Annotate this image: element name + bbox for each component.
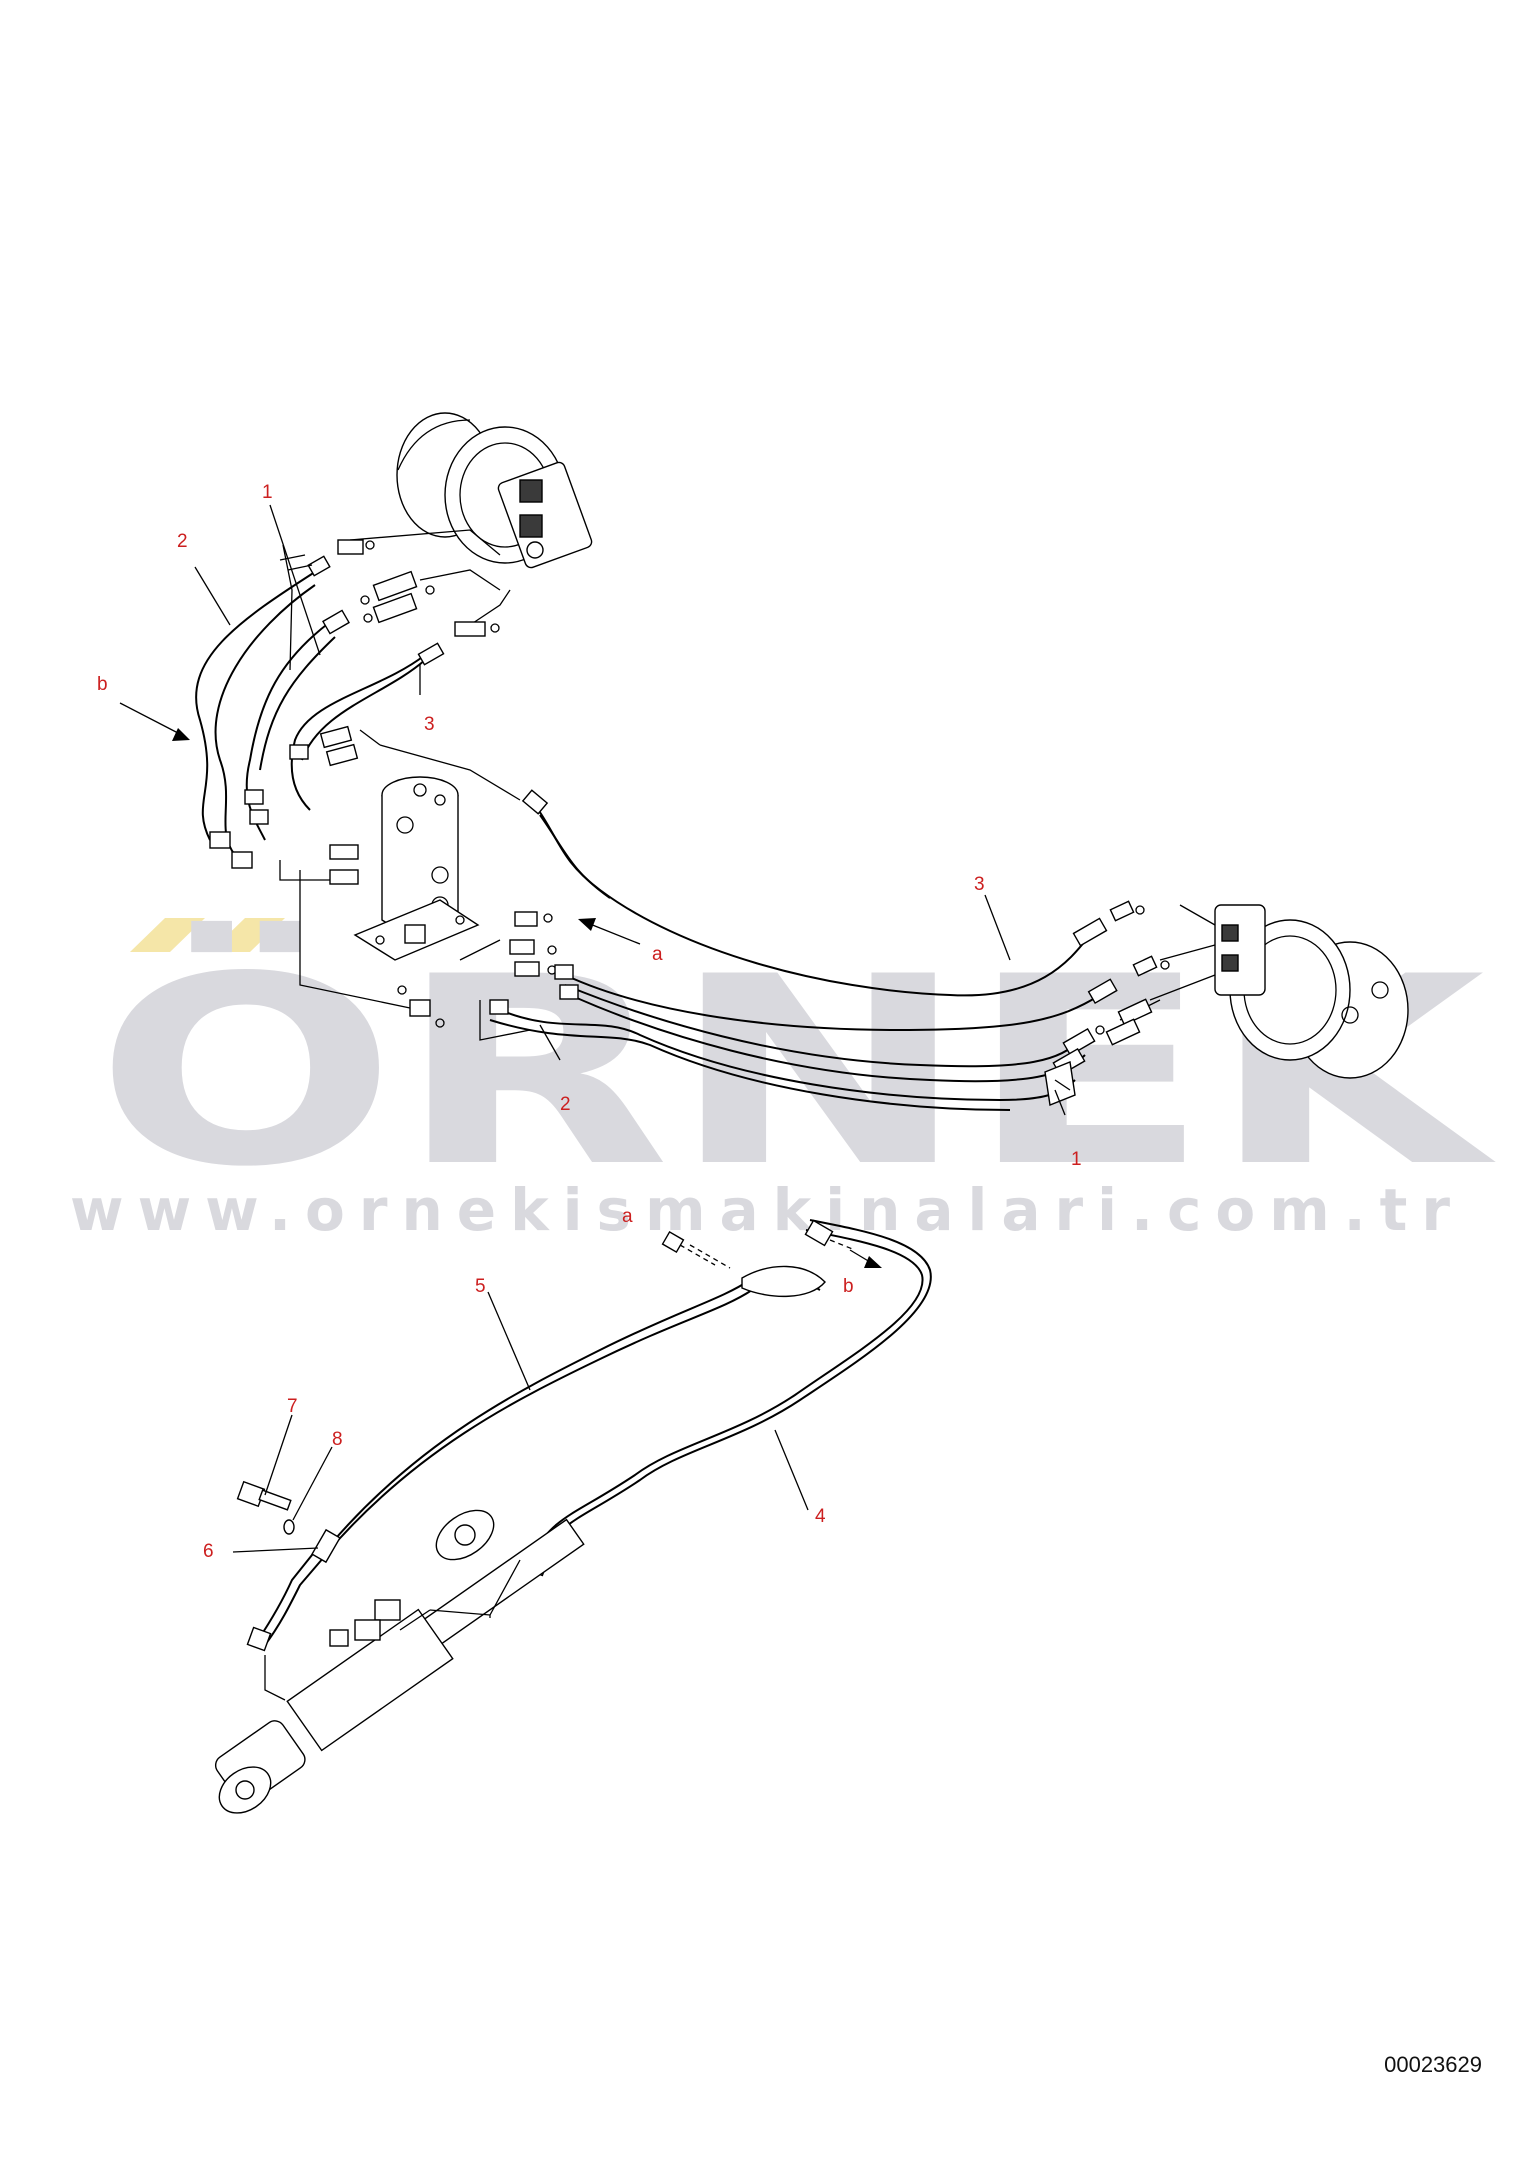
direction-arrows [119, 702, 882, 1269]
callout-a-mid: a [652, 944, 663, 965]
callout-a-low: a [622, 1206, 633, 1227]
callout-8: 8 [332, 1429, 343, 1450]
swivel-joint [353, 776, 480, 961]
swivel-fittings [279, 725, 557, 1041]
travel-motor-right [1095, 900, 1409, 1079]
callout-1-mid: 1 [1071, 1149, 1082, 1170]
callout-5: 5 [475, 1276, 486, 1297]
upper-hoses [195, 544, 445, 869]
watermark-umlaut-right [210, 918, 285, 952]
lower-hoses [246, 1219, 932, 1652]
callout-3-right: 3 [974, 874, 985, 895]
travel-motor-upper [396, 412, 593, 569]
watermark-umlaut-left [130, 918, 205, 952]
callout-7: 7 [287, 1396, 298, 1417]
callout-b-low: b [843, 1276, 854, 1297]
bolt-and-washer [236, 1480, 295, 1535]
callout-labels: 1 2 3 b a 3 2 1 a b 5 4 6 7 8 [97, 482, 1082, 1562]
callout-4: 4 [815, 1506, 826, 1527]
long-hoses [489, 789, 1118, 1111]
document-number: 00023629 [1384, 2052, 1482, 2077]
callout-1-top: 1 [262, 482, 273, 503]
callout-2-mid: 2 [560, 1094, 571, 1115]
blade-cylinder [214, 1509, 585, 1814]
callout-3-top: 3 [424, 714, 435, 735]
callout-6: 6 [203, 1541, 214, 1562]
callout-2-top: 2 [177, 531, 188, 552]
upper-fittings [337, 529, 511, 637]
callout-b-left: b [97, 674, 108, 695]
leader-lines [194, 504, 1071, 1553]
